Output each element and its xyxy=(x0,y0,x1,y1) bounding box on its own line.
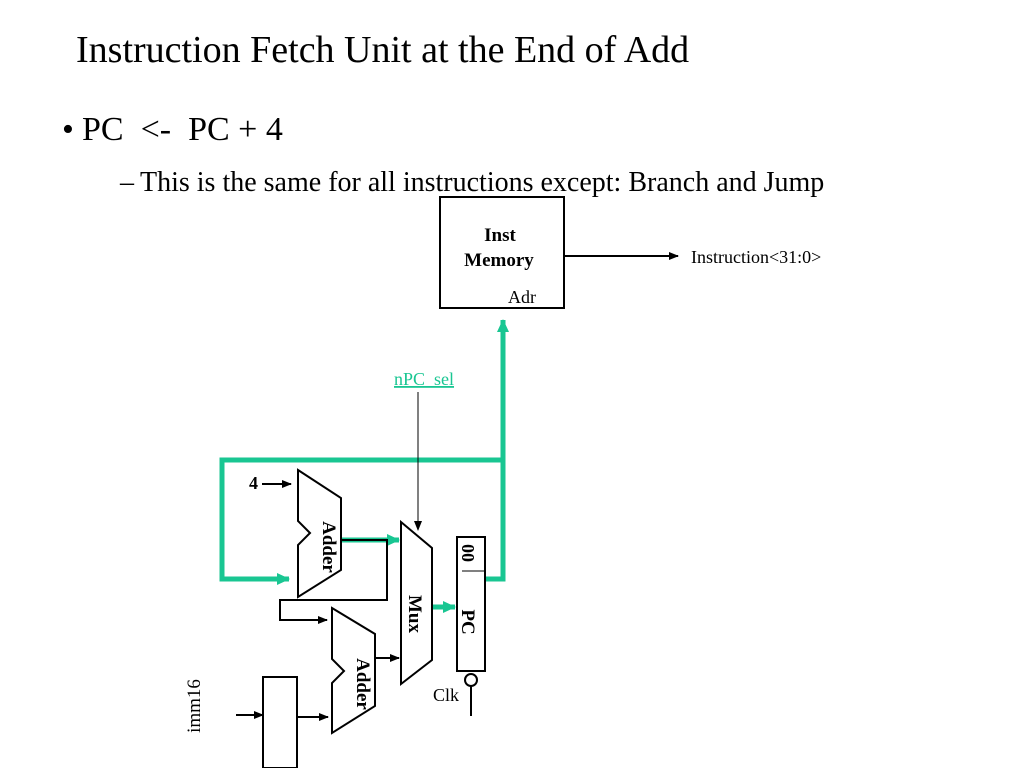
sub-bullet-dash-icon: – xyxy=(120,167,134,198)
bottom-adder: Adder xyxy=(331,606,376,735)
bullet-text: PC <- PC + 4 xyxy=(82,111,283,148)
pc-register-label: PC xyxy=(457,609,478,634)
bottom-adder-label: Adder xyxy=(352,658,373,710)
top-adder-shape xyxy=(297,468,342,599)
inst-memory-label-line2: Memory xyxy=(464,250,534,271)
bullet-item: •PC <- PC + 4 xyxy=(62,108,283,152)
pc-low-bits-label: 00 xyxy=(458,544,478,562)
instruction-output-label: Instruction<31:0> xyxy=(691,247,821,267)
sub-bullet-text: This is the same for all instructions ex… xyxy=(140,167,825,198)
address-port-label: Adr xyxy=(508,287,536,307)
inst-memory-block: Inst Memory Adr xyxy=(439,196,565,309)
slide-title: Instruction Fetch Unit at the End of Add xyxy=(76,29,690,71)
adder-sum-branch-wire xyxy=(279,539,388,624)
clock-label: Clk xyxy=(433,685,459,705)
next-pc-mux: Mux xyxy=(400,519,433,687)
datapath-wires xyxy=(236,539,400,721)
constant-four-label: 4 xyxy=(249,473,258,493)
pc-feedback-wire xyxy=(219,457,503,585)
pc-register: 00 PC Clk xyxy=(433,536,486,716)
inst-memory-label-line1: Inst xyxy=(484,225,516,246)
clock-bubble-icon xyxy=(464,673,478,687)
bottom-adder-shape xyxy=(331,606,376,735)
top-adder: Adder xyxy=(297,468,342,599)
imm16-label: imm16 xyxy=(184,679,205,733)
mux-shape xyxy=(400,519,433,687)
mux-label: Mux xyxy=(404,595,425,634)
inst-memory-box xyxy=(439,196,565,309)
npc-sel-label: nPC_sel xyxy=(394,369,454,389)
active-pc-plus-4-path xyxy=(219,319,509,613)
bullet-dot-icon: • xyxy=(62,111,74,148)
sign-extend-box xyxy=(262,676,298,768)
pc-register-box xyxy=(456,536,486,672)
pc-to-memory-wire xyxy=(486,319,509,582)
top-adder-label: Adder xyxy=(318,521,339,573)
